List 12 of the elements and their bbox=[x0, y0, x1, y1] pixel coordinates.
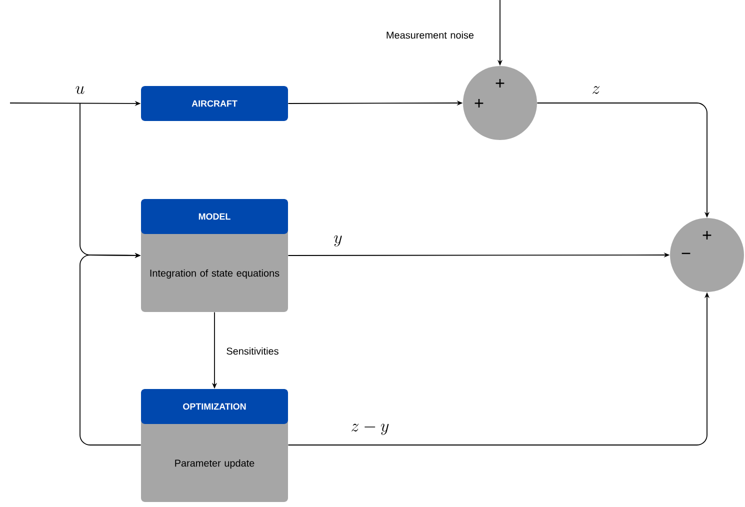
edge-label: $z$ bbox=[592, 86, 600, 94]
edge-label: $u$ bbox=[76, 86, 84, 94]
process-box: AIRCRAFT bbox=[141, 86, 288, 121]
summing-junction: + + bbox=[463, 66, 537, 140]
edge-label: $z-y$ bbox=[352, 424, 389, 435]
process-box: MODEL Integration of state equations bbox=[141, 199, 288, 312]
arrow bbox=[80, 252, 142, 446]
summing-junction: + − bbox=[670, 218, 744, 292]
process-box: OPTIMIZATION Parameter update bbox=[141, 389, 288, 502]
edge-label: $y$ bbox=[334, 235, 342, 247]
edge-label: Sensitivities bbox=[226, 347, 278, 355]
edge-label: Measurement noise bbox=[386, 31, 474, 39]
